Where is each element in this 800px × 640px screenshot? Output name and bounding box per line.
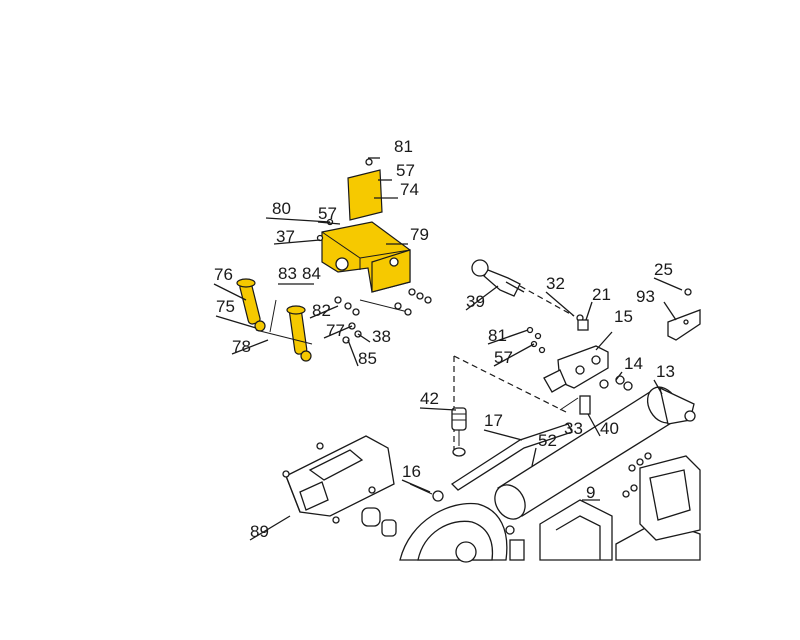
callout-78: 78 <box>232 337 251 356</box>
callout-77: 77 <box>326 321 345 340</box>
callout-40: 40 <box>600 419 619 438</box>
callout-13: 13 <box>656 362 675 381</box>
callout-17: 17 <box>484 411 503 430</box>
callout-57b: 57 <box>318 204 337 223</box>
callouts: 81 57 74 80 57 37 79 76 83 84 75 82 77 3… <box>214 137 675 541</box>
callout-80: 80 <box>272 199 291 218</box>
side-bracket <box>622 452 701 541</box>
callout-83: 83 <box>278 264 297 283</box>
callout-89: 89 <box>250 522 269 541</box>
callout-52: 52 <box>538 431 557 450</box>
callout-82: 82 <box>312 301 331 320</box>
callout-79: 79 <box>410 225 429 244</box>
callout-33: 33 <box>564 419 583 438</box>
spring-42 <box>451 407 467 457</box>
callout-76: 76 <box>214 265 233 284</box>
callout-81: 81 <box>394 137 413 156</box>
callout-81b: 81 <box>488 326 507 345</box>
pin-76 <box>286 305 312 362</box>
wheel <box>361 502 525 563</box>
pin-75 <box>236 278 266 332</box>
callout-84: 84 <box>302 264 321 283</box>
handle-93 <box>667 288 701 341</box>
callout-42: 42 <box>420 389 439 408</box>
callout-85: 85 <box>358 349 377 368</box>
callout-57c: 57 <box>494 348 513 367</box>
leader-lines <box>213 157 683 541</box>
fitting-16 <box>409 483 444 502</box>
callout-32: 32 <box>546 274 565 293</box>
callout-39: 39 <box>466 292 485 311</box>
callout-9: 9 <box>586 483 595 502</box>
plate-74 <box>347 169 383 221</box>
callout-93: 93 <box>636 287 655 306</box>
callout-38: 38 <box>372 327 391 346</box>
callout-57: 57 <box>396 161 415 180</box>
cylinder-13 <box>494 386 696 520</box>
callout-37: 37 <box>276 227 295 246</box>
handle-housing-89 <box>282 435 395 524</box>
callout-21: 21 <box>592 285 611 304</box>
callout-74: 74 <box>400 180 419 199</box>
callout-15: 15 <box>614 307 633 326</box>
callout-16: 16 <box>402 462 421 481</box>
callout-25: 25 <box>654 260 673 279</box>
callout-75: 75 <box>216 297 235 316</box>
control-valve <box>471 259 633 415</box>
bracket-79-side <box>371 249 411 293</box>
callout-14: 14 <box>624 354 643 373</box>
valve-bracket-assembly <box>236 169 411 362</box>
